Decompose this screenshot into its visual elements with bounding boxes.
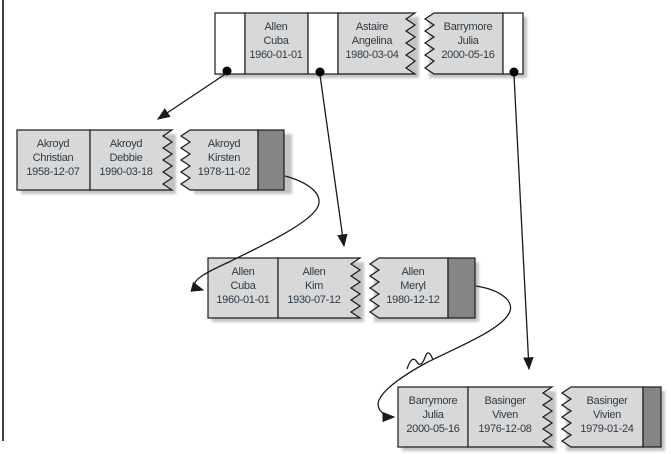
entry-cell — [16, 129, 91, 191]
entry-first-name: Kirsten — [208, 152, 240, 164]
entry-birthdate: 1930-07-12 — [287, 294, 340, 306]
entry-first-name: Viven — [492, 409, 518, 421]
entry-birthdate: 1980-12-12 — [386, 294, 439, 306]
pointer-dot — [315, 67, 325, 77]
entry-cell-torn-right — [277, 257, 362, 319]
entry-cell-torn-left — [179, 129, 259, 191]
entry-cell-torn-left — [560, 386, 644, 448]
leaf-node-basinger: Barrymore Julia 2000-05-16 Basinger Vive… — [397, 386, 665, 451]
entry-birthdate: 1960-01-01 — [216, 294, 269, 306]
entry-last-name: Akroyd — [37, 138, 70, 150]
entry-cell-torn-left — [423, 12, 504, 75]
arrow-root-to-basinger — [513, 74, 534, 371]
entry-first-name: Julia — [457, 35, 479, 47]
entry-first-name: Christian — [33, 152, 74, 164]
entry-cell-torn-left — [368, 257, 449, 319]
entry-first-name: Vivien — [593, 409, 621, 421]
arrow-root-to-allen — [319, 74, 348, 248]
entry-first-name: Angelina — [352, 35, 394, 47]
entry-cell — [397, 386, 469, 448]
pointer-dot — [222, 66, 232, 76]
leaf-node-allen: Allen Cuba 1960-01-01 Allen Kim 1930-07-… — [207, 257, 479, 322]
pointer-cell — [502, 12, 524, 75]
entry-birthdate: 1980-03-04 — [345, 49, 398, 61]
pointer-cell — [307, 12, 339, 75]
link-akroyd-to-allen — [190, 175, 320, 292]
entry-last-name: Astaire — [356, 21, 388, 33]
entry-birthdate: 1960-01-01 — [249, 49, 302, 61]
overflow-cell — [447, 257, 476, 319]
arrow-root-to-akroyd — [156, 72, 228, 120]
entry-last-name: Allen — [265, 21, 288, 33]
entry-last-name: Allen — [232, 266, 255, 278]
entry-cell-torn-right — [89, 129, 174, 191]
entry-last-name: Akroyd — [110, 138, 143, 150]
entry-first-name: Kim — [305, 280, 323, 292]
overflow-cell — [257, 129, 285, 191]
page-left-rule — [2, 0, 4, 441]
entry-first-name: Julia — [422, 409, 444, 421]
entry-birthdate: 1978-11-02 — [198, 166, 251, 178]
entry-cell — [244, 12, 309, 75]
entry-cell-torn-right — [467, 386, 554, 448]
pointer-dot — [509, 67, 519, 77]
entry-last-name: Basinger — [586, 395, 628, 407]
overflow-cell — [642, 386, 662, 448]
entry-last-name: Allen — [303, 266, 326, 278]
entry-last-name: Basinger — [484, 395, 526, 407]
pointer-cell — [214, 12, 246, 75]
entry-first-name: Debbie — [109, 152, 142, 164]
entry-birthdate: 1990-03-18 — [99, 166, 152, 178]
entry-birthdate: 1979-01-24 — [580, 423, 633, 435]
link-allen-to-basinger — [377, 285, 511, 423]
entry-last-name: Barrymore — [444, 21, 493, 33]
leaf-node-akroyd: Akroyd Christian 1958-12-07 Akroyd Debbi… — [16, 129, 292, 194]
entry-last-name: Akroyd — [208, 138, 241, 150]
entry-last-name: Barrymore — [409, 395, 458, 407]
entry-birthdate: 1958-12-07 — [26, 166, 79, 178]
entry-first-name: Cuba — [230, 280, 256, 292]
root-node: Allen Cuba 1960-01-01 Astaire Angelina 1… — [214, 12, 527, 78]
entry-first-name: Cuba — [263, 35, 289, 47]
entry-birthdate: 2000-05-16 — [441, 49, 494, 61]
entry-birthdate: 2000-05-16 — [406, 423, 459, 435]
entry-first-name: Meryl — [400, 280, 425, 292]
entry-birthdate: 1976-12-08 — [478, 423, 531, 435]
entry-last-name: Allen — [402, 266, 425, 278]
entry-cell-torn-right — [337, 12, 417, 75]
entry-cell — [207, 257, 279, 319]
line-break-squiggle — [406, 352, 434, 370]
